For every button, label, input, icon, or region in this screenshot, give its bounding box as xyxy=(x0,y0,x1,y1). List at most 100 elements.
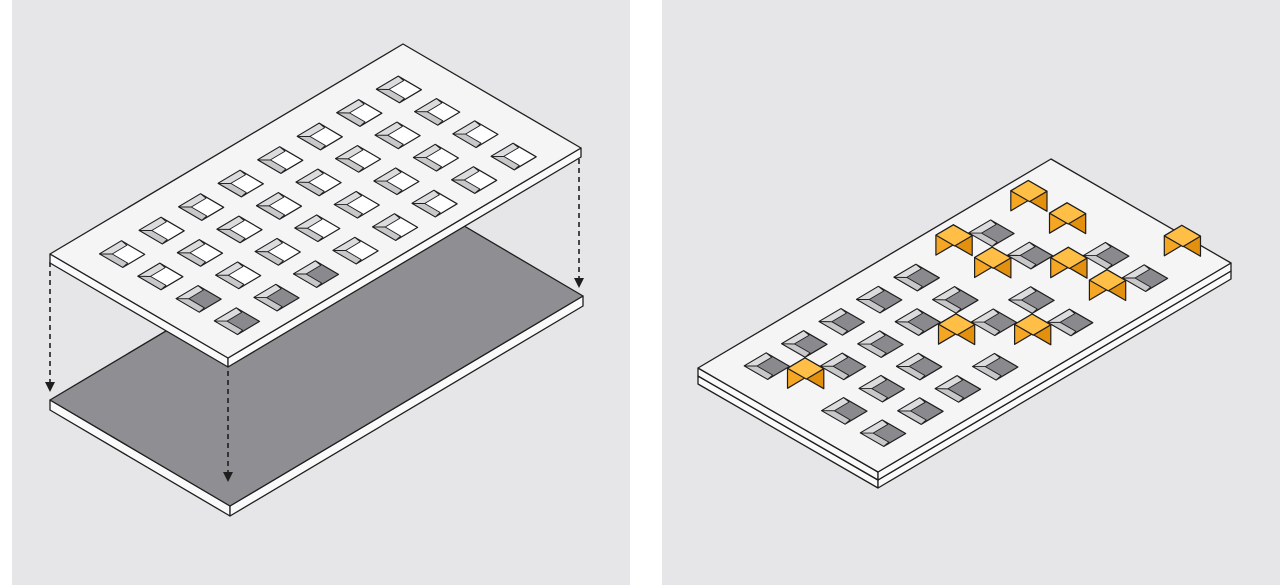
hole-r2-c1 xyxy=(215,261,262,290)
hole-side-wall xyxy=(743,352,773,367)
hole-r3-c3 xyxy=(972,352,1019,381)
hole-side-wall xyxy=(414,98,443,113)
exploded-diagram xyxy=(45,43,584,517)
hole-r2-c4 xyxy=(333,190,380,219)
exploded-assembly xyxy=(45,43,584,517)
hole-side-wall xyxy=(253,283,282,299)
hole-r1-c6 xyxy=(374,121,421,150)
orange-cube-2 xyxy=(1048,202,1087,235)
hole-r2-c6 xyxy=(412,143,459,172)
hole-side-wall xyxy=(293,260,322,275)
hole-r3-c5 xyxy=(1046,308,1094,337)
orange-cube-7 xyxy=(1088,269,1127,302)
hole-r0-c6 xyxy=(968,219,1015,247)
cube-top-face xyxy=(1088,269,1127,292)
hole-r2-c4 xyxy=(970,308,1018,337)
perforated-sheet-top-face xyxy=(49,43,582,359)
arrow-head xyxy=(223,472,233,482)
hole-side-wall xyxy=(178,193,207,208)
hole-r0-c2 xyxy=(818,308,865,336)
arrow-head xyxy=(574,278,584,288)
arrow-left xyxy=(45,262,55,392)
hole-side-wall xyxy=(1007,241,1036,256)
hole-r1-c4 xyxy=(295,168,342,197)
hole-r3-c6 xyxy=(451,166,498,194)
hole-side-wall xyxy=(970,308,1000,323)
hole-r3-c4 xyxy=(372,213,419,241)
hole-side-wall xyxy=(856,285,885,300)
cube-top-face xyxy=(1048,202,1087,225)
hole-side-wall xyxy=(256,192,285,207)
hole-r3-c0 xyxy=(213,307,261,336)
hole-side-wall xyxy=(257,146,286,161)
hole-side-wall xyxy=(294,214,323,229)
hole-r0-c4 xyxy=(893,263,940,292)
hole-side-wall xyxy=(295,168,324,183)
hole-side-wall xyxy=(1083,242,1112,257)
hole-r0-c1 xyxy=(781,330,828,358)
hole-side-wall xyxy=(375,75,405,90)
hole-r1-c2 xyxy=(216,215,263,244)
orange-cube-4 xyxy=(1163,224,1202,257)
hole-r1-c6 xyxy=(1006,241,1054,270)
cube-top-face xyxy=(1163,224,1202,248)
hole-r2-c2 xyxy=(895,352,943,381)
hole-side-wall xyxy=(213,307,243,322)
orange-cube-3 xyxy=(935,224,973,257)
orange-cube-5 xyxy=(974,246,1012,279)
hole-r0-c6 xyxy=(336,99,383,127)
hole-r2-c7 xyxy=(452,120,499,149)
hole-side-wall xyxy=(451,166,480,181)
hole-side-wall xyxy=(332,236,361,251)
hole-r1-c1 xyxy=(819,352,867,381)
hole-side-wall xyxy=(99,240,128,255)
cube-top-face xyxy=(1050,246,1088,270)
hole-side-wall xyxy=(781,330,810,345)
hole-r2-c2 xyxy=(254,237,301,266)
hole-r1-c2 xyxy=(857,330,904,358)
hole-side-wall xyxy=(175,285,204,300)
hole-side-wall xyxy=(335,145,364,160)
hole-r1-c1 xyxy=(176,239,224,267)
cube-top-face xyxy=(935,224,973,247)
orange-cube-1 xyxy=(1010,179,1048,212)
perforated-sheet xyxy=(49,43,582,368)
hole-side-wall xyxy=(215,261,244,276)
upper-sheet xyxy=(697,158,1232,481)
hole-r2-c1 xyxy=(858,374,905,403)
cube-top-face xyxy=(786,357,825,380)
left-panel-exploded-view xyxy=(12,0,630,585)
hole-side-wall xyxy=(818,308,847,323)
hole-side-wall xyxy=(333,191,363,206)
hole-r3-c7 xyxy=(1121,264,1169,292)
hole-r2-c3 xyxy=(294,214,341,243)
hole-r3-c7 xyxy=(490,142,537,171)
hole-r2-c5 xyxy=(1008,286,1055,314)
cube-top-face xyxy=(1014,313,1052,336)
cube-top-face xyxy=(937,313,976,336)
hole-r1-c3 xyxy=(255,192,303,220)
hole-side-wall xyxy=(894,308,924,323)
hole-r3-c1 xyxy=(897,397,944,425)
hole-side-wall xyxy=(897,397,926,412)
hole-side-wall xyxy=(896,352,925,367)
upper-sheet-top-face xyxy=(697,158,1232,473)
hole-side-wall xyxy=(893,263,922,278)
hole-r3-c0 xyxy=(859,419,907,447)
cube-top-face xyxy=(974,246,1012,269)
hole-side-wall xyxy=(968,219,997,234)
cube-top-face xyxy=(1010,179,1048,203)
hole-r3-c2 xyxy=(292,260,340,288)
hole-side-wall xyxy=(859,419,889,434)
hole-side-wall xyxy=(452,120,481,135)
hole-side-wall xyxy=(972,353,1001,368)
hole-r3-c5 xyxy=(411,189,458,218)
hole-r0-c3 xyxy=(217,169,264,198)
hole-r1-c0 xyxy=(137,262,184,291)
hole-side-wall xyxy=(372,213,401,228)
hole-r2-c0 xyxy=(821,397,868,425)
hole-side-wall xyxy=(336,99,365,114)
hole-r1-c4 xyxy=(932,286,979,314)
hole-side-wall xyxy=(216,215,245,230)
hole-side-wall xyxy=(934,375,964,390)
